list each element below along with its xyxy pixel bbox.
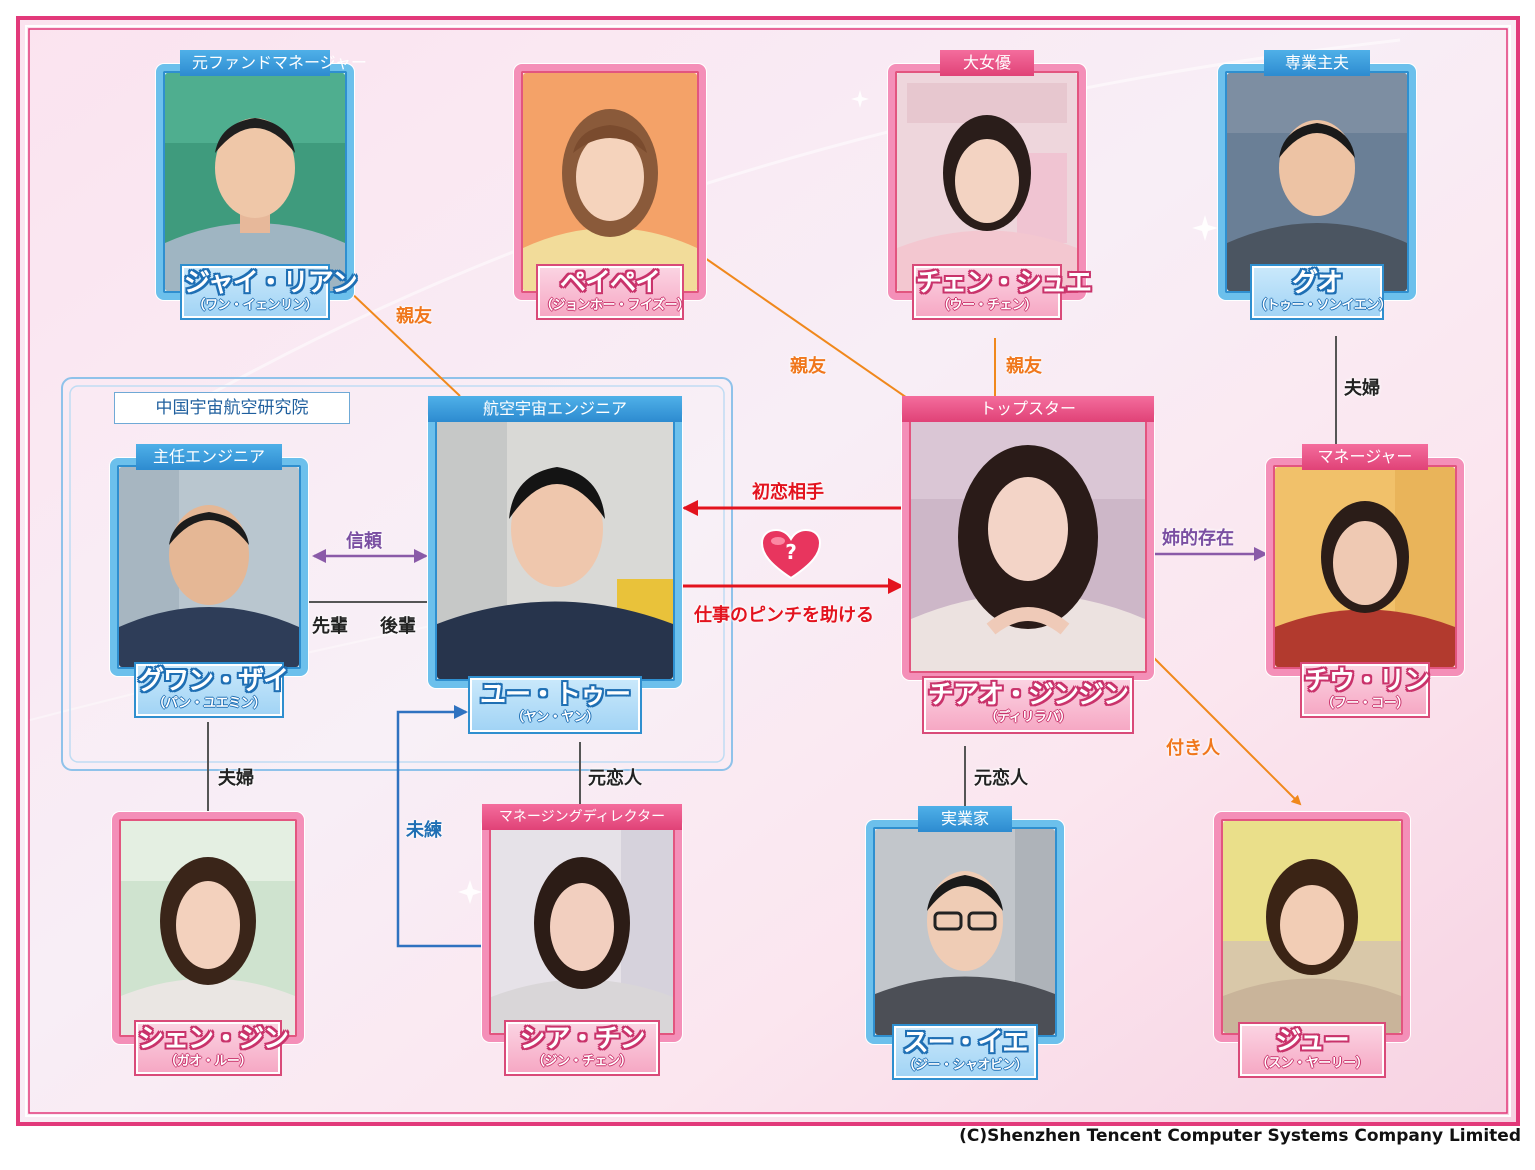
name-plate: シア・チン （ジン・チェン）: [506, 1022, 658, 1074]
relation-jingjing-suye: 元恋人: [974, 768, 1028, 789]
name-plate: ジャイ・リアン （ワン・イェンリン）: [182, 266, 358, 318]
relation-yutu-xiaqin: 元恋人: [588, 768, 642, 789]
relation-senpai: 先輩: [312, 616, 348, 637]
portrait-chen-xue: [897, 73, 1077, 291]
actor-name: （ジン・チェン）: [531, 1054, 633, 1069]
name-plate: グワン・ザイ （パン・ユエミン）: [136, 664, 289, 716]
portrait-peipei: [523, 73, 697, 291]
card-yu-tu[interactable]: 航空宇宙エンジニア ユー・トゥー （ヤン・ヤン）: [418, 396, 692, 732]
actor-name: （フー・コー）: [1321, 696, 1409, 711]
role-label: 主任エンジニア: [126, 444, 292, 470]
relation-zhai-yutu: 親友: [396, 306, 432, 327]
actor-name: （ウー・チェン）: [936, 298, 1038, 313]
name-plate: ジュー （スン・ヤーリー）: [1240, 1024, 1384, 1076]
card-chiao-jingjing[interactable]: トップスター チアオ・ジンジン （ディリラバ）: [892, 396, 1164, 732]
card-guan-zai[interactable]: 主任エンジニア グワン・ザイ （パン・ユエミン）: [110, 444, 308, 716]
role-label: マネージングディレクター: [472, 804, 692, 830]
portrait-chiao-jingjing: [911, 419, 1145, 671]
character-name: シア・チン: [519, 1024, 645, 1054]
role-label: 大女優: [930, 50, 1044, 76]
role-label: 航空宇宙エンジニア: [418, 396, 692, 422]
relation-yutu-jingjing: 仕事のピンチを助ける: [694, 605, 874, 626]
character-name: ジャイ・リアン: [184, 268, 358, 298]
portrait-zhai-lian: [165, 73, 345, 291]
name-plate: ペイペイ （ジョンホー・フイズー）: [538, 266, 690, 318]
name-plate: チウ・リン （フー・コー）: [1302, 664, 1430, 716]
character-name: グワン・ザイ: [138, 666, 289, 696]
actor-name: （ジー・シャオビン）: [902, 1058, 1028, 1073]
character-name: チアオ・ジンジン: [927, 680, 1129, 710]
portrait-guo: [1227, 73, 1407, 291]
character-name: スー・イエ: [902, 1028, 1029, 1058]
actor-name: （パン・ユエミン）: [152, 696, 266, 711]
actor-name: （ワン・イェンリン）: [192, 298, 318, 313]
role-label: 実業家: [908, 806, 1022, 832]
group-title: 中国宇宙航空研究院: [114, 392, 350, 424]
card-chiu-lin[interactable]: マネージャー チウ・リン （フー・コー）: [1266, 444, 1464, 716]
role-label: 元ファンドマネージャー: [170, 50, 367, 76]
relation-jingjing-ju: 付き人: [1166, 738, 1220, 759]
heart-symbol: ?: [785, 540, 797, 564]
character-name: ジュー: [1275, 1026, 1349, 1056]
card-su-ye[interactable]: 実業家 スー・イエ （ジー・シャオビン）: [866, 806, 1064, 1078]
card-ju[interactable]: ジュー （スン・ヤーリー）: [1214, 812, 1410, 1076]
card-shen-jing[interactable]: シェン・ジン （ガオ・ルー）: [112, 812, 304, 1074]
card-zhai-lian[interactable]: 元ファンドマネージャー ジャイ・リアン （ワン・イェンリン）: [156, 50, 367, 318]
actor-name: （スン・ヤーリー）: [1255, 1056, 1369, 1071]
name-plate: スー・イエ （ジー・シャオビン）: [894, 1026, 1036, 1078]
character-name: チウ・リン: [1304, 666, 1430, 696]
character-name: グオ: [1291, 268, 1343, 298]
card-chen-xue[interactable]: 大女優 チェン・シュエ （ウー・チェン）: [888, 50, 1092, 318]
portrait-ju: [1223, 821, 1401, 1033]
heart-icon: ?: [760, 528, 822, 580]
character-name: シェン・ジン: [138, 1024, 289, 1054]
portrait-guan-zai: [119, 467, 299, 667]
actor-name: （ガオ・ルー）: [164, 1054, 252, 1069]
role-label: 専業主夫: [1254, 50, 1380, 76]
relation-jingjing-zhoulin: 姉的存在: [1162, 528, 1234, 549]
actor-name: （トゥー・ソンイエン）: [1254, 298, 1392, 313]
name-plate: グオ （トゥー・ソンイエン）: [1252, 266, 1392, 318]
card-peipei[interactable]: ペイペイ （ジョンホー・フイズー）: [514, 64, 706, 318]
actor-name: （ディリラバ）: [984, 710, 1072, 725]
portrait-shia-chin: [491, 827, 673, 1033]
relation-jingjing-yutu: 初恋相手: [752, 482, 824, 503]
role-label: トップスター: [892, 396, 1164, 422]
name-plate: チアオ・ジンジン （ディリラバ）: [924, 678, 1132, 732]
relation-kouhai: 後輩: [380, 616, 416, 637]
relation-guan-yutu: 信頼: [346, 531, 382, 552]
character-name: ペイペイ: [559, 268, 661, 298]
portrait-yu-tu: [437, 419, 673, 679]
role-label: マネージャー: [1292, 444, 1438, 470]
name-plate: チェン・シュエ （ウー・チェン）: [914, 266, 1092, 318]
relation-peipei-jingjing: 親友: [790, 356, 826, 377]
copyright-notice: (C)Shenzhen Tencent Computer Systems Com…: [959, 1126, 1521, 1146]
card-guo[interactable]: 専業主夫 グオ （トゥー・ソンイエン）: [1218, 50, 1416, 318]
relation-guo-zhoulin: 夫婦: [1344, 378, 1380, 399]
portrait-shen-jing: [121, 821, 295, 1035]
character-name: チェン・シュエ: [916, 268, 1092, 298]
actor-name: （ヤン・ヤン）: [511, 710, 599, 725]
portrait-su-ye: [875, 829, 1055, 1035]
portrait-chiu-lin: [1275, 467, 1455, 667]
card-shia-chin[interactable]: マネージングディレクター シア・チン （ジン・チェン）: [472, 804, 692, 1074]
relation-xiaqin-yutu: 未練: [406, 820, 442, 841]
name-plate: ユー・トゥー （ヤン・ヤン）: [470, 678, 640, 732]
character-name: ユー・トゥー: [479, 680, 631, 710]
actor-name: （ジョンホー・フイズー）: [540, 298, 690, 313]
relation-guan-shenjing: 夫婦: [218, 768, 254, 789]
name-plate: シェン・ジン （ガオ・ルー）: [136, 1022, 289, 1074]
relation-chenxue-jingjing: 親友: [1006, 356, 1042, 377]
